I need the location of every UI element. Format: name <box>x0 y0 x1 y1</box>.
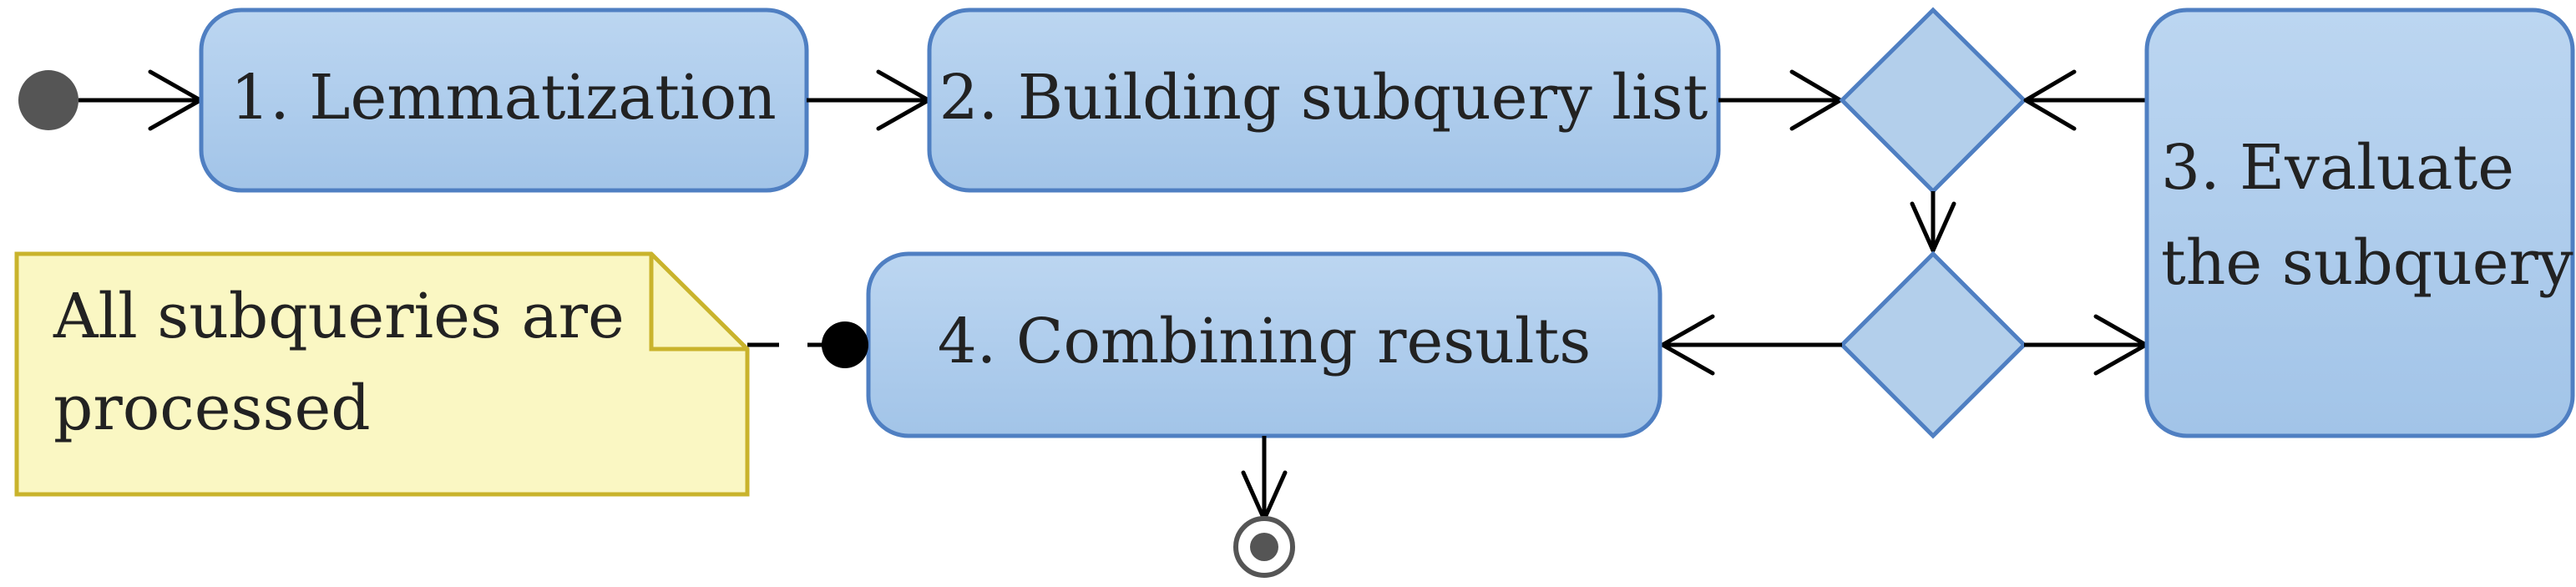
node-combining-results-label: 4. Combining results <box>938 306 1592 377</box>
edge-evaluate-to-merge <box>2023 69 2146 131</box>
node-building-subquery-list: 2. Building subquery list <box>927 8 1721 193</box>
node-evaluate-subquery: 3. Evaluate the subquery <box>2144 8 2575 438</box>
edge-lemmatization-to-subquery-list <box>807 69 931 131</box>
note-text-line1: All subqueries are <box>53 281 625 352</box>
edge-branch-to-evaluate <box>2024 314 2148 376</box>
end-node <box>1233 516 1295 578</box>
edge-branch-to-combining <box>1660 314 1842 376</box>
node-combining-results: 4. Combining results <box>866 251 1663 438</box>
edge-merge-to-branch <box>1910 191 1956 253</box>
edge-start-to-lemmatization <box>78 69 203 131</box>
branch-decision-node <box>1839 250 2027 439</box>
note-anchor-dot <box>822 321 868 368</box>
node-evaluate-subquery-label-line2: the subquery <box>2161 227 2573 299</box>
edge-subquery-list-to-decision <box>1718 69 1843 131</box>
edge-combining-to-end <box>1241 436 1288 522</box>
start-node <box>18 70 78 130</box>
merge-decision-node <box>1839 7 2027 195</box>
node-evaluate-subquery-label-line1: 3. Evaluate <box>2161 132 2514 204</box>
note-connector <box>747 321 868 368</box>
node-lemmatization-label: 1. Lemmatization <box>230 62 777 134</box>
note-all-processed: All subqueries are processed <box>14 251 750 497</box>
node-lemmatization: 1. Lemmatization <box>199 8 809 193</box>
node-building-subquery-list-label: 2. Building subquery list <box>939 62 1708 134</box>
note-text-line2: processed <box>53 372 371 444</box>
